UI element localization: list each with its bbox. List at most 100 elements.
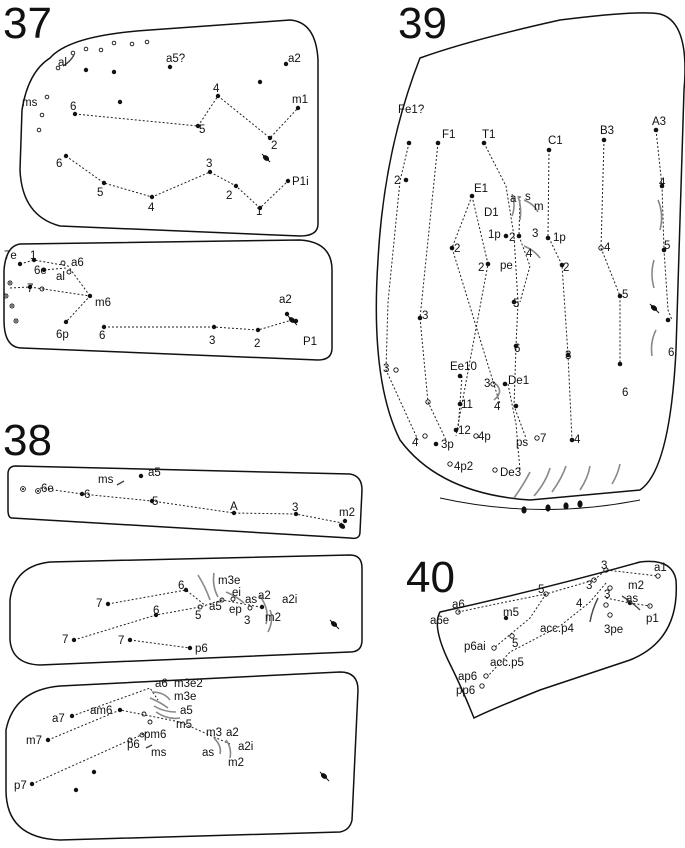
- fig40-panel: 3 a1 3 m2 5 3 as a6 4 m5 a6e p1 acc.p4 3…: [430, 560, 678, 720]
- seta-label: m2: [339, 507, 355, 519]
- seta-label: 5: [152, 496, 158, 508]
- seta-label: 4: [574, 434, 581, 446]
- seta-label: p6: [127, 739, 140, 751]
- seta-label: 6: [622, 387, 628, 399]
- seta-label: 6: [70, 101, 76, 113]
- seta-label: 3: [586, 580, 592, 592]
- seta-label: 7: [62, 634, 68, 646]
- fig39-labels: Fe1? F1 T1 C1 B3 A3 a s m E1 D1 4 2 1p 2…: [383, 104, 674, 479]
- seta-label: 5: [97, 187, 103, 199]
- seta-label: 2: [226, 190, 232, 202]
- seta-label: pe: [500, 260, 513, 272]
- seta-label: as: [626, 593, 638, 605]
- seta-label: 1: [256, 206, 262, 218]
- seta-label: 4: [148, 202, 155, 214]
- seta-label: as: [245, 594, 257, 606]
- seta-label: 6: [99, 330, 105, 342]
- seta-label: m3e: [218, 575, 240, 587]
- seta-label: 1p: [488, 229, 501, 241]
- seta-label: 5: [513, 298, 519, 310]
- seta-label: a2i: [238, 741, 253, 753]
- seta-label: 6e: [41, 483, 54, 495]
- seta-label: A: [230, 501, 238, 513]
- seta-label: a2: [258, 590, 271, 602]
- seta-label: A3: [652, 116, 666, 128]
- seta-label: 7e: [4, 250, 17, 262]
- seta-label: Fe1?: [398, 104, 424, 116]
- seta-label: ap6: [458, 671, 477, 683]
- seta-label: 5: [622, 289, 628, 301]
- fig37-head-labels: al a5? a2 ms 6 4 m1 5 2 6 3 P1i 5 4 2 1: [22, 53, 309, 218]
- seta-label: a2: [288, 53, 301, 65]
- seta-label: a2i: [282, 594, 297, 606]
- fig38-panel-2: m3e 6 ei as a2 7 a5 ep a2i 6 5 3 m2 7 7 …: [9, 554, 363, 666]
- seta-label: 6p: [56, 329, 69, 341]
- seta-label: 4: [526, 248, 533, 260]
- fig37-panel-tergite: 7e 1 6e a6 al 7 m6 6p 6 3 2 a2 P1: [3, 239, 333, 361]
- seta-label: p6: [195, 643, 208, 655]
- seta-label: ms: [98, 474, 114, 486]
- seta-label: 2: [509, 232, 515, 244]
- fig37-head-macrochaetae: [63, 61, 301, 211]
- fig39-panel: Fe1? F1 T1 C1 B3 A3 a s m E1 D1 4 2 1p 2…: [375, 12, 685, 514]
- seta-label: ms: [22, 97, 38, 109]
- seta-label: 12: [458, 425, 471, 437]
- seta-label: 5: [199, 124, 205, 136]
- seta-label: m3: [206, 727, 222, 739]
- seta-label: 6: [84, 489, 90, 501]
- figure-number-38: 38: [3, 416, 52, 465]
- seta-label: a6: [71, 257, 84, 269]
- seta-label: 11: [461, 399, 473, 411]
- seta-label: a5: [180, 705, 193, 717]
- seta-label: 2: [271, 140, 277, 152]
- seta-label: 4: [494, 401, 501, 413]
- seta-label: m2: [628, 580, 644, 592]
- seta-label: 3: [604, 589, 610, 601]
- seta-label: 3pe: [604, 624, 623, 636]
- seta-label: m6: [95, 297, 111, 309]
- seta-label: 4: [412, 437, 419, 449]
- seta-label: 5: [538, 584, 544, 596]
- seta-label: m1: [292, 94, 308, 106]
- fig37-panel-head: al a5? a2 ms 6 4 m1 5 2 6 3 P1i 5 4 2 1: [19, 19, 319, 237]
- seta-label: 7: [27, 283, 33, 295]
- seta-label: p7: [14, 780, 27, 792]
- figure-number-37: 37: [3, 0, 52, 48]
- figure-number-39: 39: [398, 0, 447, 48]
- seta-label: m: [534, 201, 544, 213]
- seta-label: m3e: [174, 691, 196, 703]
- seta-label: a2: [279, 294, 292, 306]
- seta-label: De1: [508, 375, 529, 387]
- seta-label: a6e: [430, 615, 449, 627]
- seta-label: acc.p5: [490, 657, 524, 669]
- seta-label: D1: [484, 207, 499, 219]
- seta-label: 7: [118, 635, 124, 647]
- seta-label: 3: [601, 560, 607, 572]
- fig37-tergite-macrochaetae: [17, 257, 299, 333]
- seta-label: a2: [226, 727, 239, 739]
- seta-label: 1: [30, 250, 36, 262]
- seta-label: p6ai: [464, 641, 486, 653]
- seta-label: a1: [654, 562, 667, 574]
- seta-label: 6: [668, 347, 674, 359]
- seta-label: 3: [484, 378, 490, 390]
- seta-label: 2: [454, 243, 460, 255]
- seta-label: 3: [206, 158, 212, 170]
- seta-label: pp6: [456, 685, 475, 697]
- fig38-panel-3: a6 m3e2 m3e a7 am6 a5 m5 m7 pm6 m3 a2 p6…: [5, 671, 359, 841]
- seta-label: pm6: [144, 729, 166, 741]
- seta-label: E1: [474, 183, 488, 195]
- seta-label: 4p: [478, 431, 491, 443]
- seta-label: ei: [232, 587, 241, 599]
- seta-label: P1i: [292, 176, 309, 188]
- seta-label: 3p: [441, 439, 454, 451]
- seta-label: 6: [514, 343, 520, 355]
- seta-label: T1: [482, 129, 495, 141]
- seta-label: 6: [153, 605, 159, 617]
- seta-label: al: [58, 57, 67, 69]
- seta-label: 3: [383, 363, 389, 375]
- seta-label: 2: [563, 262, 569, 274]
- seta-label: a5: [148, 467, 161, 479]
- seta-label: 3: [209, 335, 215, 347]
